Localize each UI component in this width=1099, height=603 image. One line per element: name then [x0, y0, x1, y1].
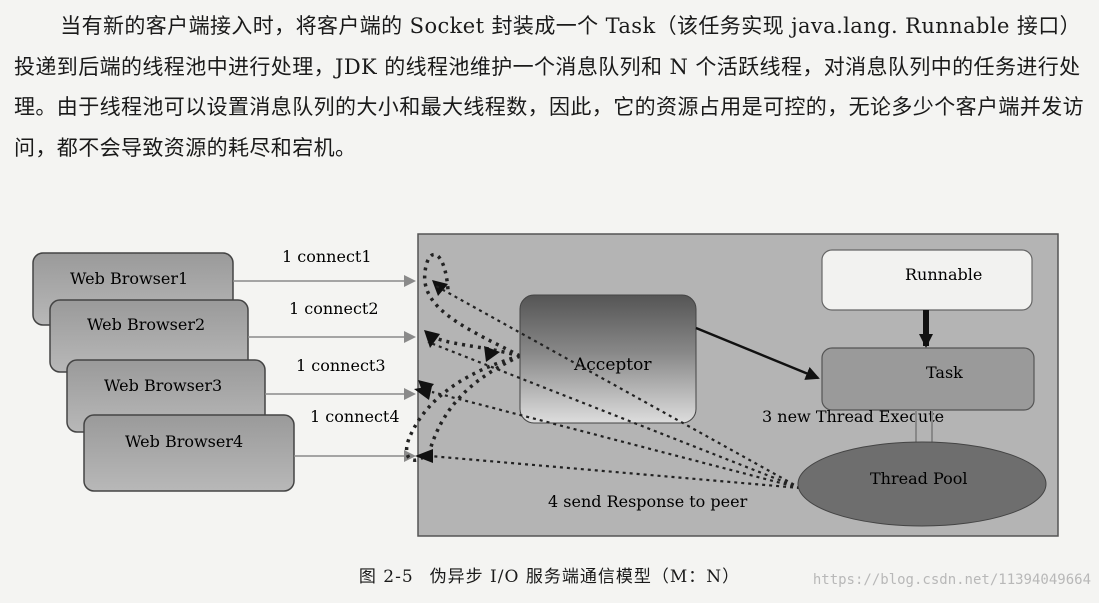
web-browser-4-label: Web Browser4	[125, 432, 243, 451]
thread-pool-label: Thread Pool	[870, 469, 967, 488]
acceptor-to-task-arrow	[695, 326, 820, 380]
runnable-box: Runnable	[821, 249, 1033, 311]
connect-label-1: 1 connect1	[282, 247, 372, 266]
pseudo-async-io-diagram: Web Browser1 Web Browser2 Web Browser3 W…	[32, 233, 1059, 537]
task-box: Task	[821, 347, 1035, 411]
figure-caption: 图 2-5 伪异步 I/O 服务端通信模型（M：N）	[0, 562, 1099, 587]
response-arrowheads	[414, 386, 433, 463]
task-label: Task	[926, 363, 963, 382]
response-dotted-lines	[427, 285, 801, 490]
connect-label-2: 1 connect2	[289, 299, 379, 318]
web-browser-2-label: Web Browser2	[87, 315, 205, 334]
thread-pool-ellipse: Thread Pool	[797, 441, 1047, 527]
web-browser-4: Web Browser4	[83, 414, 295, 492]
connect-label-3: 1 connect3	[296, 356, 386, 375]
web-browser-3-label: Web Browser3	[104, 376, 222, 395]
connect-label-4: 1 connect4	[310, 407, 400, 426]
new-thread-label: 3 new Thread Execute	[762, 407, 944, 426]
caption-text: 伪异步 I/O 服务端通信模型（M：N）	[429, 567, 741, 587]
acceptor-label: Acceptor	[573, 355, 652, 375]
body-paragraph: 当有新的客户端接入时，将客户端的 Socket 封装成一个 Task（该任务实现…	[14, 14, 1084, 160]
acceptor-box: Acceptor	[519, 294, 697, 424]
web-browser-2: Web Browser2	[49, 299, 249, 373]
send-response-label: 4 send Response to peer	[548, 492, 748, 511]
acceptor-dotted-links	[404, 252, 521, 462]
runnable-label: Runnable	[905, 265, 982, 284]
watermark: https://blog.csdn.net/11394049664	[812, 572, 1091, 588]
web-browser-1-label: Web Browser1	[70, 269, 188, 288]
caption-number: 图 2-5	[358, 567, 414, 587]
